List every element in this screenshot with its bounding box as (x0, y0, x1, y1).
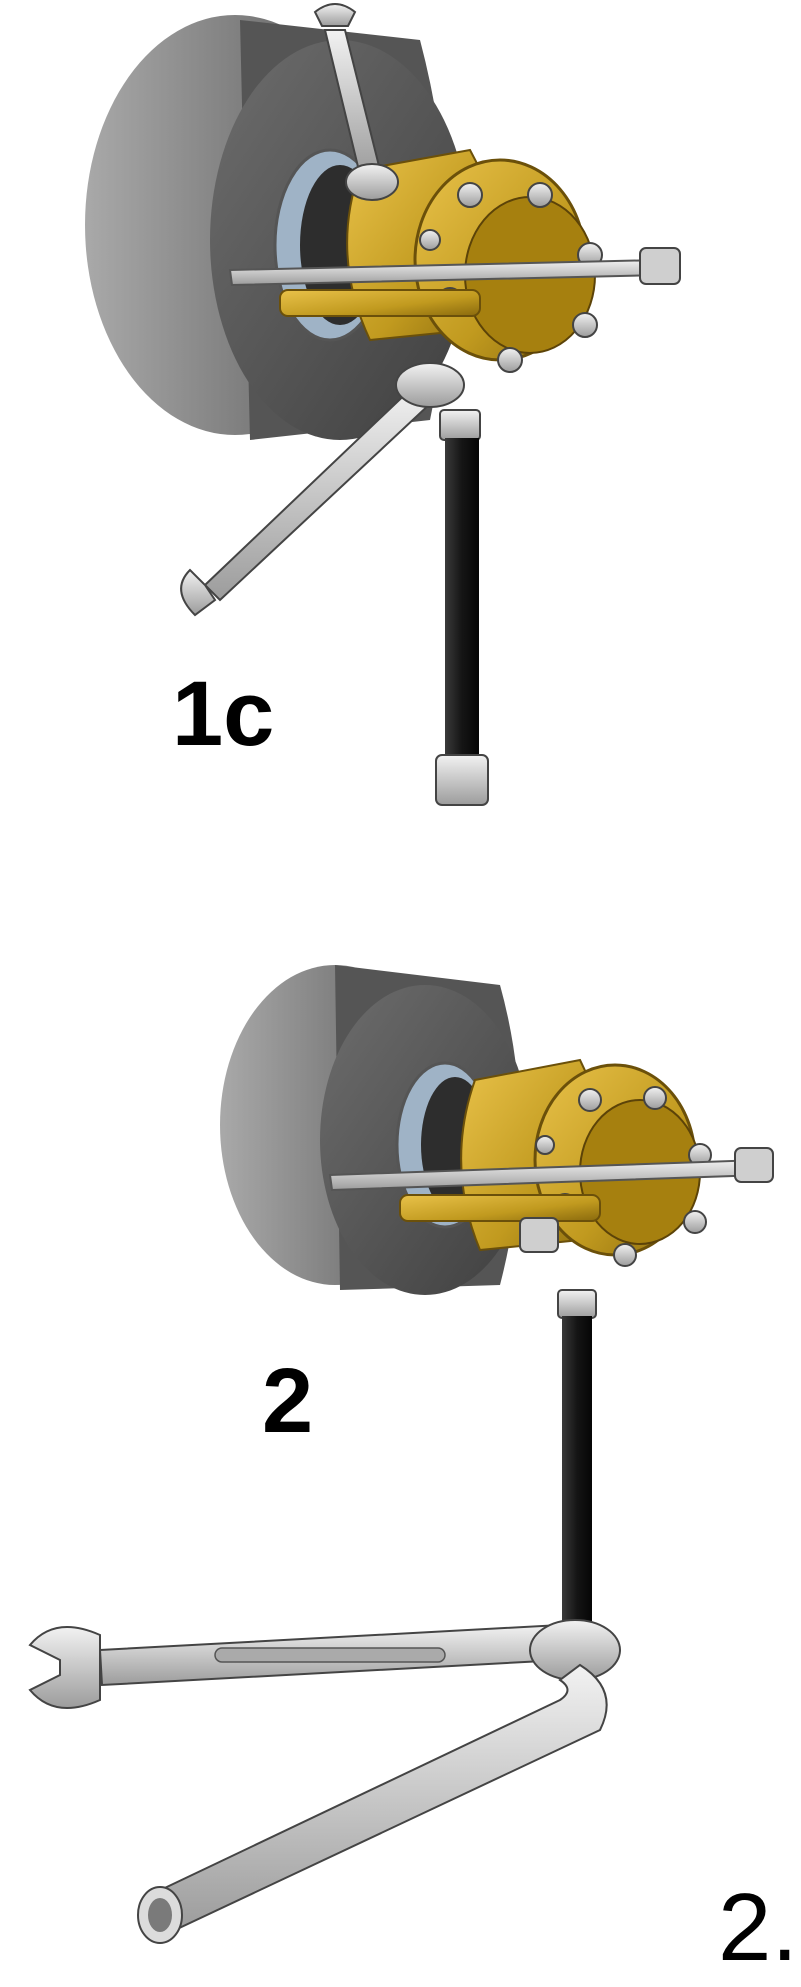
wrench-horizontal (28, 1619, 621, 1709)
hose (562, 1316, 592, 1632)
assembly-1c (85, 3, 681, 806)
step-label-1c: 1c (172, 663, 275, 765)
step-label-2-dot: 2. (718, 1874, 799, 1981)
hose-fitting (557, 1289, 597, 1319)
hose (445, 438, 479, 758)
wrench-top (313, 3, 399, 201)
nut-left (519, 1217, 559, 1253)
nut-right (734, 1147, 774, 1183)
bolts (535, 1086, 712, 1267)
assembly-2 (28, 965, 774, 1944)
clamp-bracket (279, 289, 481, 317)
step-label-2: 2 (262, 1350, 314, 1452)
extension-pipe (137, 1663, 608, 1944)
hose-fitting (439, 409, 481, 441)
hose-end-nut (435, 754, 489, 806)
nut-right (639, 247, 681, 285)
wrench-lower (180, 362, 465, 617)
clamp-bracket (399, 1194, 601, 1222)
